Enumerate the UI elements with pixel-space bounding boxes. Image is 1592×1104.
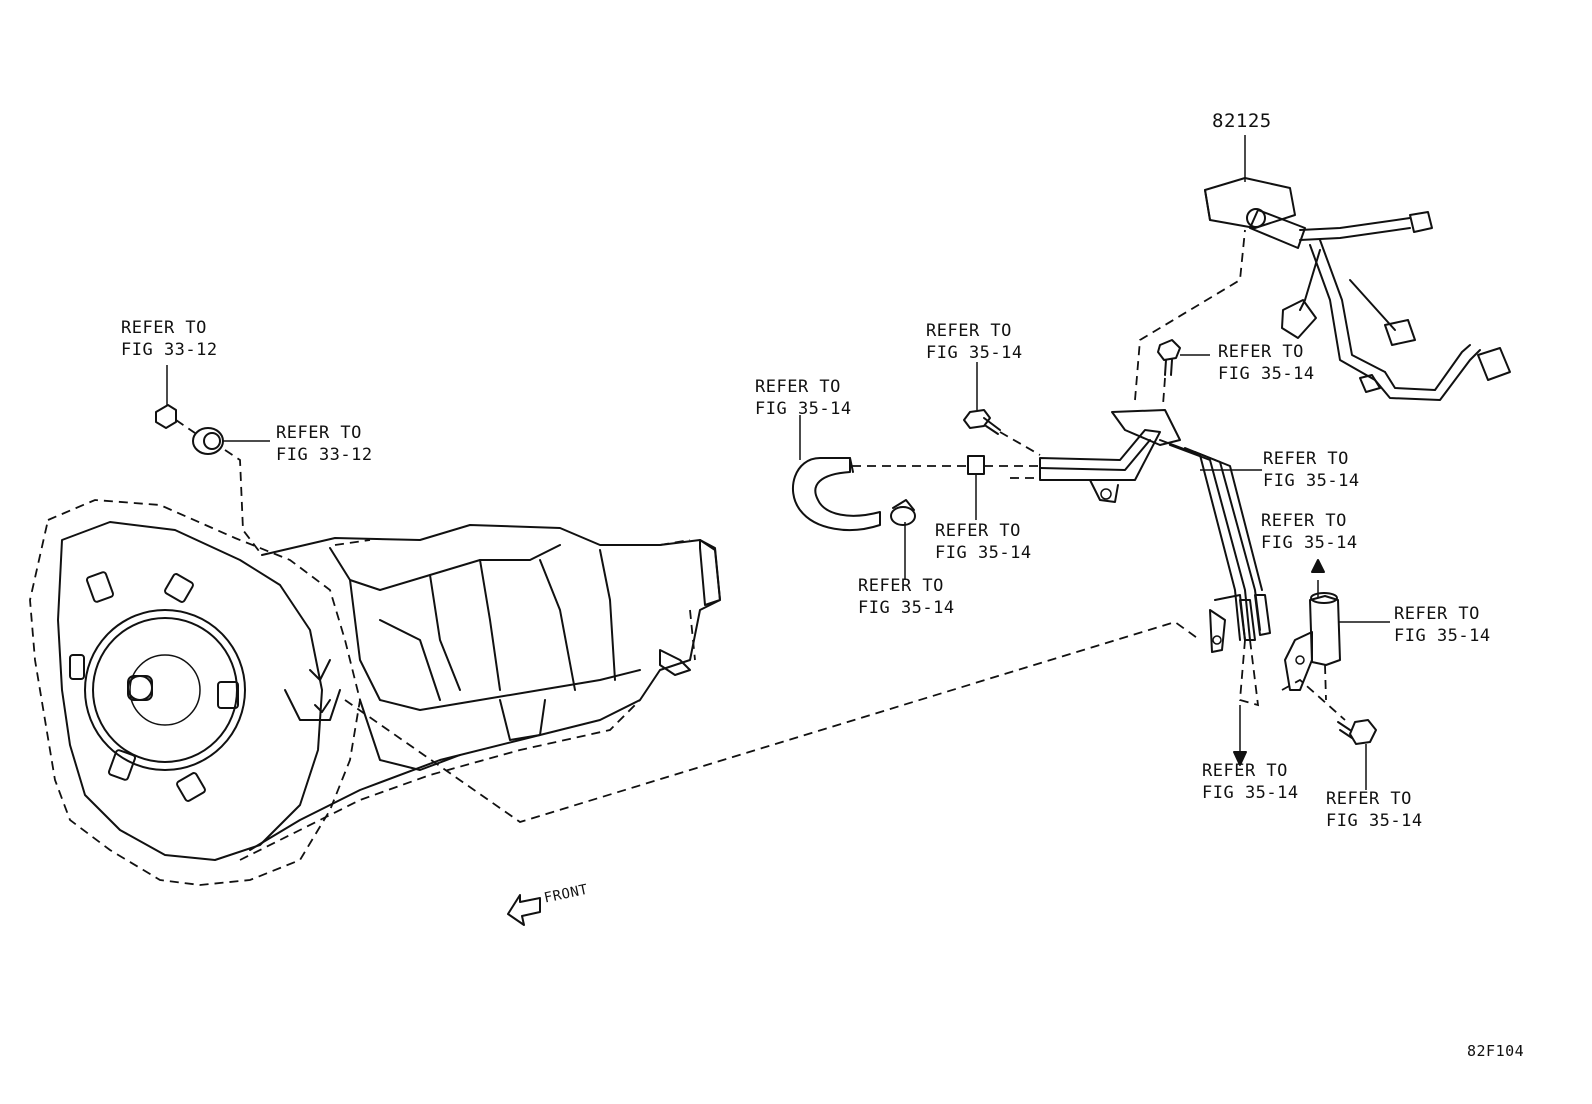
right-bracket (1281, 559, 1390, 790)
part-number-label: 82125 (1212, 110, 1272, 132)
hose-and-clamp (791, 415, 1040, 580)
bushing-parts (155, 365, 270, 556)
wire-harness-82125 (1204, 135, 1511, 401)
bolt-upper (1157, 339, 1210, 406)
connector-dash-line (344, 621, 1201, 823)
transmission-drawing (29, 499, 721, 886)
oil-tube-assembly (1039, 229, 1271, 766)
bolt-center (963, 362, 1041, 456)
front-arrow (507, 894, 541, 926)
diagram-code: 82F104 (1467, 1042, 1525, 1060)
